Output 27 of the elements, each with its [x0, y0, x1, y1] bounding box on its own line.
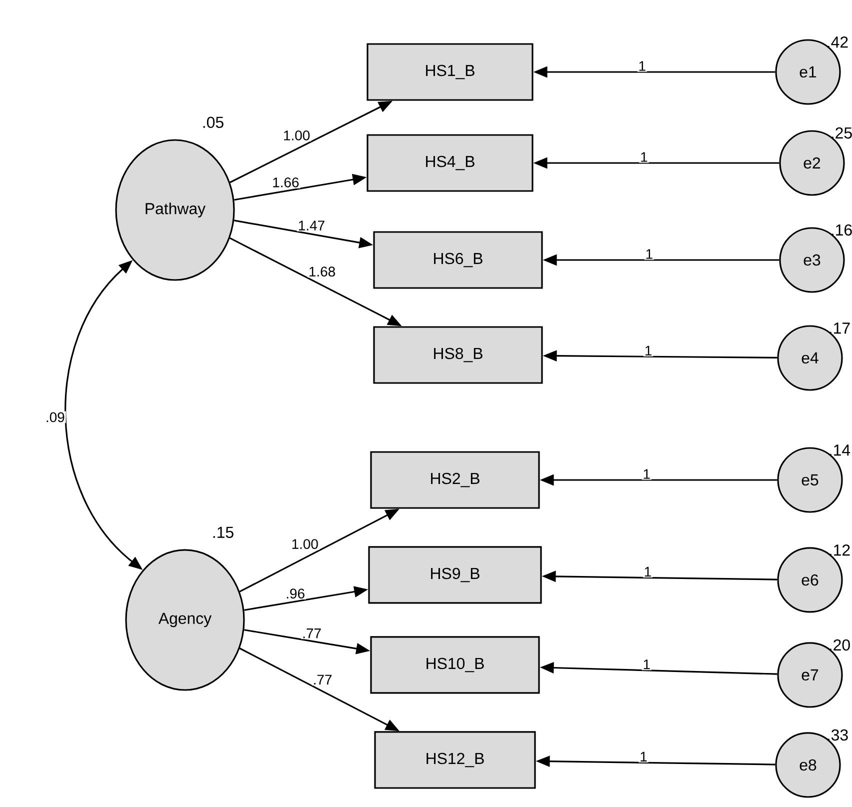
edge-label: 1.68 [307, 266, 337, 278]
edge-label: .77 [301, 628, 322, 640]
variance-label: .05 [203, 116, 224, 128]
edge-label: 1 [643, 344, 654, 356]
edge-label: .77 [312, 674, 334, 686]
variance-label: .15 [213, 526, 234, 538]
observed-variable-box: HS9_B [368, 546, 542, 604]
observed-variable-box: HS4_B [366, 134, 534, 192]
edge-label: 1.47 [296, 220, 326, 232]
observed-variable-box: HS12_B [374, 731, 536, 789]
edge-label: 1.00 [282, 130, 312, 142]
observed-variable-box: HS6_B [373, 231, 543, 289]
observed-variable-box: HS8_B [373, 326, 543, 384]
edge-label: 1 [642, 468, 652, 480]
edge-label: 1 [642, 658, 652, 670]
edge-label: 1 [638, 750, 648, 762]
covariance-label: .09 [44, 411, 66, 424]
observed-variable-box: HS1_B [366, 43, 534, 101]
edge-label: .96 [284, 588, 306, 600]
edge-label: 1.66 [271, 176, 300, 188]
edge-label: 1 [642, 566, 653, 578]
edge-label: 1 [639, 151, 649, 163]
edge-label: 1.00 [290, 538, 320, 550]
observed-variable-box: HS10_B [370, 636, 540, 694]
edge-label: 1 [637, 60, 648, 72]
edge-label: 1 [644, 248, 654, 260]
observed-variable-box: HS2_B [370, 451, 540, 509]
